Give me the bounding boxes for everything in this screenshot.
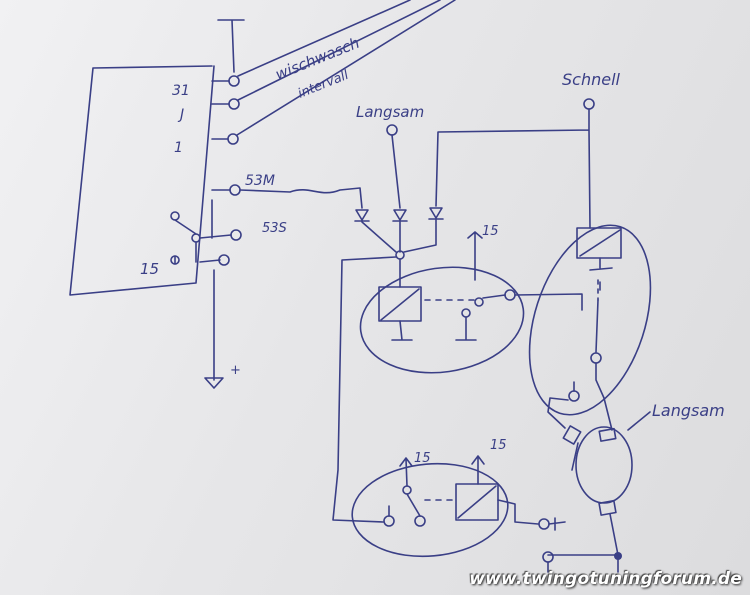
diode-join (361, 219, 437, 253)
relay-2-coil-diag (579, 229, 621, 257)
langsam-wire (391, 134, 401, 209)
relay-1-contacts (455, 293, 583, 341)
label-schnell: Schnell (562, 70, 621, 89)
relay-2-outline (528, 224, 652, 416)
relay-3-switch (388, 493, 421, 517)
relay-1-contact-a (461, 308, 471, 318)
relay-1-outline (359, 266, 525, 374)
relay-1-contact-c (504, 289, 516, 301)
diode-2 (392, 209, 408, 222)
label-relay3-15a: 15 (414, 451, 431, 466)
relay-2-contact-b (568, 390, 580, 402)
label-15: 15 (140, 260, 159, 278)
wire-to-bottom-relay (332, 256, 397, 523)
label-relay3-15b: 15 (490, 438, 507, 453)
terminal-31 (228, 75, 240, 87)
schnell-wire (435, 108, 591, 229)
label-motor-langsam: Langsam (652, 401, 725, 420)
ground-symbol-bottom (204, 377, 224, 389)
switch-frame (69, 65, 215, 296)
relay-3-output-terminal (538, 518, 550, 530)
switch-contact-b (191, 233, 201, 243)
terminal-53s (230, 229, 242, 241)
switch-internal-wiring (174, 80, 232, 381)
relay-2-contacts (547, 362, 605, 429)
label-langsam-top: Langsam (356, 103, 424, 121)
relay-3-15-supply-b (471, 455, 485, 485)
relay-3-output (497, 499, 539, 525)
relay-2-coil (576, 227, 622, 259)
relay-3-coil-diag (457, 485, 497, 519)
wire-53m (239, 187, 363, 209)
bottom-terminal-left (542, 551, 554, 563)
schnell-terminal (583, 98, 595, 110)
relay-3-contact-a (383, 515, 395, 527)
langsam-terminal (386, 124, 398, 136)
motor-brush-top (598, 427, 617, 442)
watermark-text: www.twingotuningforum.de (469, 569, 742, 589)
relay-1-15-supply (467, 231, 483, 281)
diode-1 (354, 209, 370, 222)
label-relay1-15: 15 (482, 224, 499, 239)
motor-langsam-leader (627, 411, 651, 431)
relay-1-coil-diag (380, 288, 420, 321)
switch-contact-a (170, 211, 180, 221)
diode-3 (428, 207, 444, 220)
relay-3-output-tail (548, 517, 566, 531)
label-j: J (177, 107, 184, 123)
label-31: 31 (172, 83, 190, 99)
wischwasch-lines (236, 0, 456, 136)
relay-3-contact-c (414, 515, 426, 527)
label-53m: 53M (245, 173, 275, 189)
relay-2-wiring (589, 257, 613, 353)
motor-brush-left (562, 425, 582, 445)
motor-brush-bottom (598, 499, 617, 516)
label-ground-plus: + (230, 363, 241, 378)
relay-3-contact-b (402, 485, 412, 495)
relay-3-coil (455, 483, 499, 521)
bottom-wire (547, 559, 619, 573)
label-1: 1 (174, 140, 183, 156)
relay-3-outline (351, 462, 509, 558)
motor-body (575, 426, 633, 504)
relay-2-contact-a (590, 352, 602, 364)
relay-3-15-supply-a (399, 457, 413, 487)
terminal-53m (229, 184, 241, 196)
relay-1-contact-b (474, 297, 484, 307)
relay-1-wiring (391, 258, 413, 341)
bottom-terminal-right (614, 552, 622, 560)
ground-symbol-top (217, 19, 245, 73)
label-53s: 53S (262, 221, 287, 236)
